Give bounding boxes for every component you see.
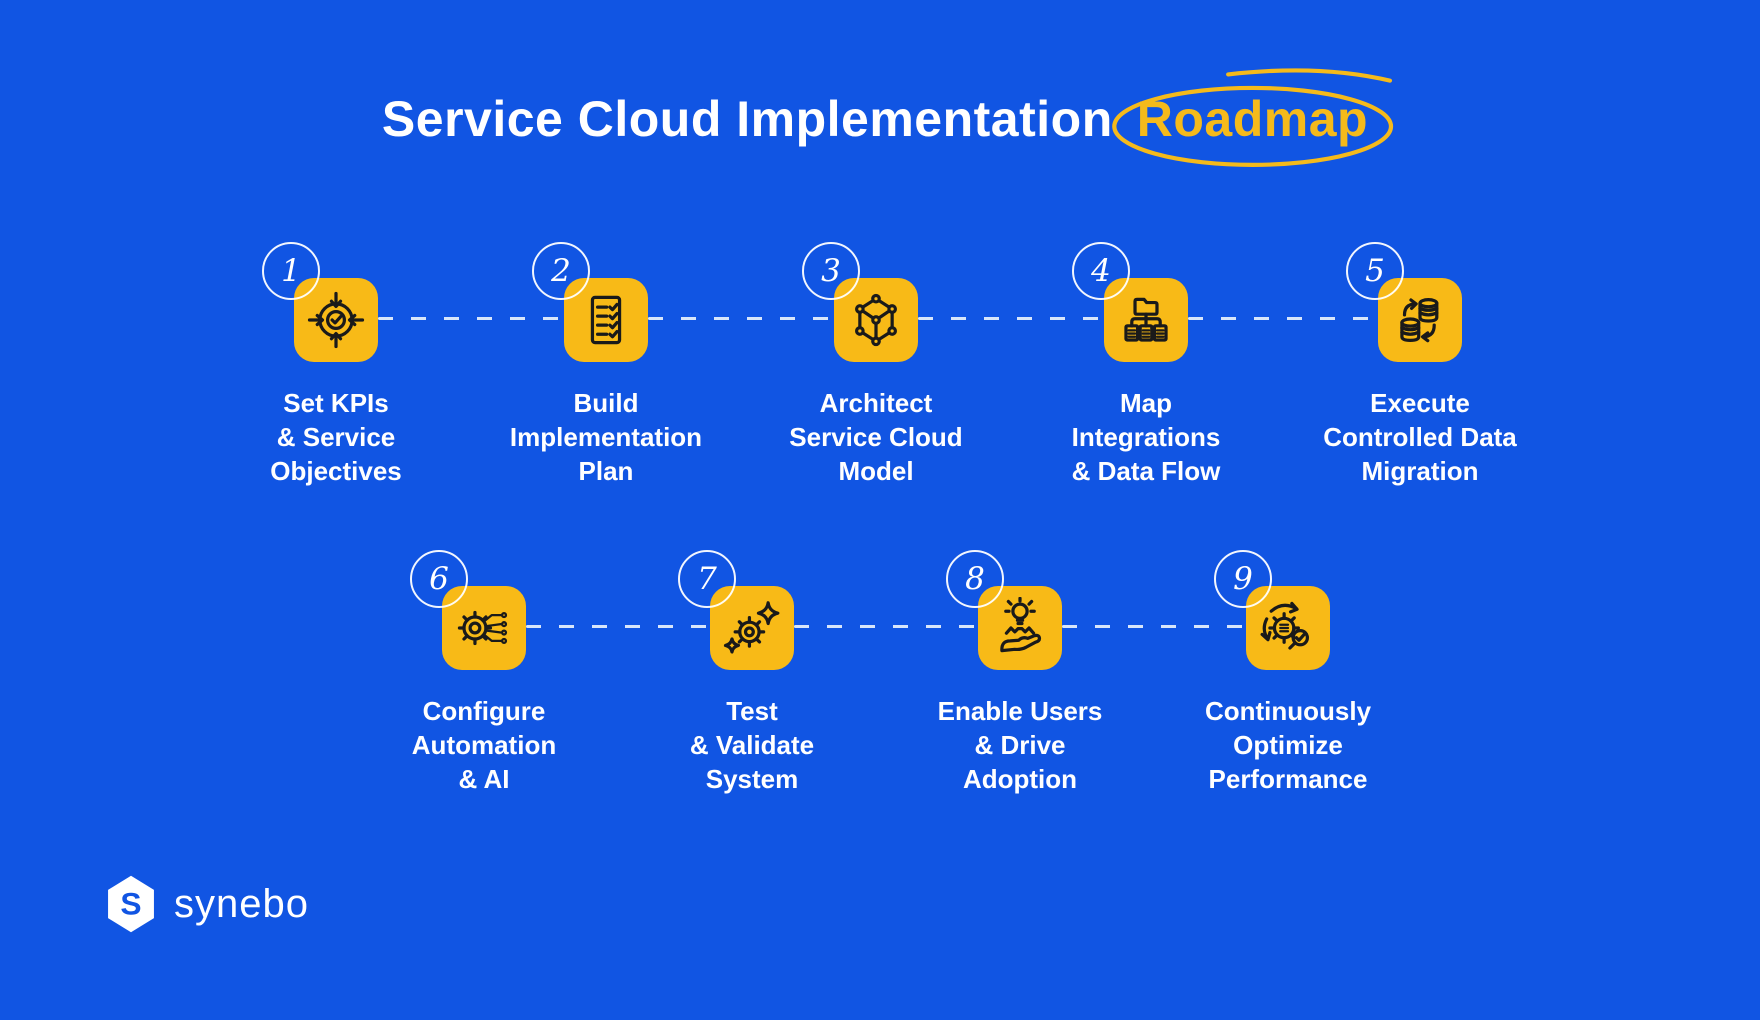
- step-4: 4 Map Integrations & Data Flow: [986, 242, 1306, 502]
- step-label: Execute Controlled Data Migration: [1323, 388, 1517, 486]
- title-highlight: Roadmap: [1111, 68, 1393, 167]
- step-number: 8: [965, 561, 985, 597]
- connector-dash: [918, 317, 1104, 320]
- step-label: Test & Validate System: [689, 696, 815, 794]
- step-number: 4: [1091, 253, 1111, 289]
- step-3: 3 Architect Service Cloud Model: [716, 242, 1036, 502]
- step-number-badge: 7: [678, 550, 736, 608]
- step-label: Architect Service Cloud Model: [789, 388, 963, 486]
- step-number-badge: 2: [532, 242, 590, 300]
- step-8: 8 Enable Users & Drive Adoption: [860, 550, 1180, 810]
- step-number: 5: [1365, 253, 1385, 289]
- step-number-badge: 5: [1346, 242, 1404, 300]
- svg-text:S: S: [120, 886, 141, 922]
- step-2: 2 Build Implementation Plan: [446, 242, 766, 502]
- title-main: Service Cloud Implementation: [381, 91, 1113, 147]
- step-number-badge: 3: [802, 242, 860, 300]
- step-number-badge: 8: [946, 550, 1004, 608]
- logo-text: synebo: [174, 881, 309, 926]
- step-number: 3: [821, 253, 841, 289]
- step-number-badge: 4: [1072, 242, 1130, 300]
- step-number: 7: [697, 561, 717, 597]
- title-highlight-text: Roadmap: [1136, 91, 1369, 147]
- synebo-hexagon-icon: S: [108, 875, 154, 933]
- step-label: Continuously Optimize Performance: [1204, 696, 1372, 794]
- network-model-icon: [834, 278, 918, 362]
- step-number: 6: [429, 561, 449, 597]
- connector-dash: [1188, 317, 1378, 320]
- step-1: 1 Set KPIs & Service Objectives: [176, 242, 496, 502]
- step-number-badge: 9: [1214, 550, 1272, 608]
- connector-dash: [378, 317, 564, 320]
- step-number-badge: 6: [410, 550, 468, 608]
- step-5: 5 Execute Controlled Data Migration: [1260, 242, 1580, 502]
- database-sync-icon: [1378, 278, 1462, 362]
- step-label: Set KPIs & Service Objectives: [270, 388, 402, 486]
- step-label: Enable Users & Drive Adoption: [937, 696, 1103, 794]
- connector-dash: [794, 625, 978, 628]
- connector-dash: [1062, 625, 1246, 628]
- logo: S synebo: [104, 874, 309, 934]
- step-7: 7 Test & Validate System: [592, 550, 912, 810]
- step-label: Build Implementation Plan: [509, 388, 703, 486]
- step-number: 9: [1233, 561, 1253, 597]
- connector-dash: [648, 317, 834, 320]
- step-number-badge: 1: [262, 242, 320, 300]
- step-6: 6 Configure Automat: [324, 550, 644, 810]
- step-9: 9 Contin: [1128, 550, 1448, 810]
- step-label: Configure Automation & AI: [411, 696, 557, 794]
- page-title: Service Cloud Implementation Roadmap: [0, 68, 1760, 167]
- connector-dash: [526, 625, 710, 628]
- step-number: 1: [281, 253, 301, 289]
- step-number: 2: [551, 253, 571, 289]
- step-label: Map Integrations & Data Flow: [1071, 388, 1221, 486]
